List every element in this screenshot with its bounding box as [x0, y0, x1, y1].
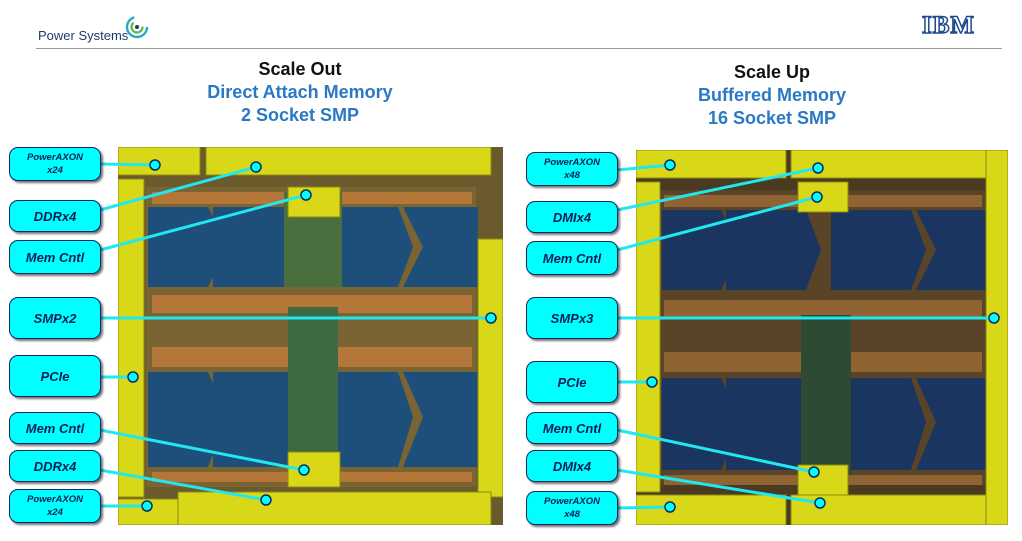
callout-right-smp: SMPx3 [526, 297, 618, 339]
callout-right-memcntl-bottom: Mem Cntl [526, 412, 618, 444]
callout-right-dmi-top: DMIx4 [526, 201, 618, 233]
callout-left-memcntl-top: Mem Cntl [9, 240, 101, 274]
callout-left-poweraxon-top: PowerAXON x24 [9, 147, 101, 181]
callout-left-ddr-top: DDRx4 [9, 200, 101, 232]
right-subtitle-memory: Buffered Memory [697, 85, 847, 105]
callout-right-pcie: PCIe [526, 361, 618, 403]
brand-label: Power Systems [38, 28, 129, 43]
callout-right-memcntl-top: Mem Cntl [526, 241, 618, 275]
callout-right-dmi-bottom: DMIx4 [526, 450, 618, 482]
callout-left-smp: SMPx2 [9, 297, 101, 339]
callout-left-poweraxon-bottom: PowerAXON x24 [9, 489, 101, 523]
header-divider [36, 48, 1002, 49]
callout-left-pcie: PCIe [9, 355, 101, 397]
scale-out-die-image [118, 147, 503, 525]
left-subtitle-memory: Direct Attach Memory [207, 82, 393, 102]
callout-left-ddr-bottom: DDRx4 [9, 450, 101, 482]
right-heading: Scale Up Buffered Memory 16 Socket SMP [652, 61, 892, 130]
left-title: Scale Out [258, 59, 342, 79]
callout-right-poweraxon-bottom: PowerAXON x48 [526, 491, 618, 525]
ibm-logo: IBM [921, 11, 975, 40]
right-title: Scale Up [733, 62, 811, 82]
callout-right-poweraxon-top: PowerAXON x48 [526, 152, 618, 186]
left-subtitle-smp: 2 Socket SMP [240, 105, 360, 125]
right-subtitle-smp: 16 Socket SMP [707, 108, 837, 128]
power-systems-logo-icon [125, 15, 149, 39]
scale-up-die-image [636, 150, 1008, 525]
callout-left-memcntl-bottom: Mem Cntl [9, 412, 101, 444]
left-heading: Scale Out Direct Attach Memory 2 Socket … [180, 58, 420, 127]
